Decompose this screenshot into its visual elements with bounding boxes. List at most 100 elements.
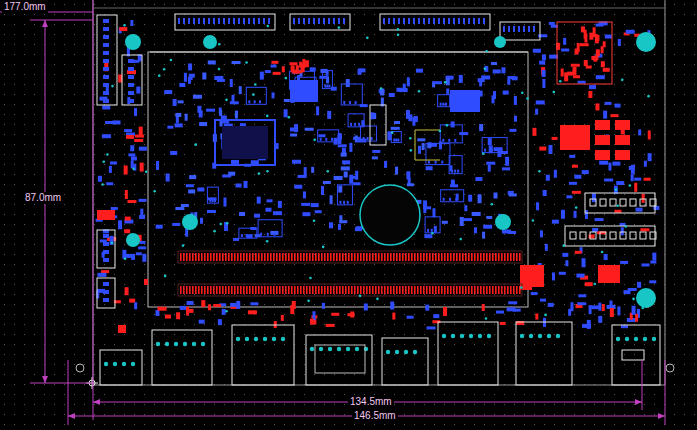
- via-hole: [122, 362, 126, 366]
- connector-pin: [438, 286, 440, 294]
- connector-pin: [510, 286, 512, 294]
- connector-pin: [590, 199, 596, 206]
- smd-pad: [235, 111, 238, 119]
- via: [559, 80, 562, 83]
- smd-pad: [134, 302, 137, 309]
- connector-outline: [516, 322, 572, 385]
- via-hole: [113, 362, 117, 366]
- via-hole: [364, 347, 368, 351]
- connector-pin: [183, 253, 185, 261]
- mounting-hole: [494, 36, 506, 48]
- mounting-hole: [636, 32, 656, 52]
- module-outline: [557, 22, 612, 84]
- ic-pad: [260, 233, 262, 236]
- smd-pad: [188, 189, 195, 193]
- smd-pad: [589, 305, 592, 314]
- via: [194, 143, 197, 146]
- smd-pad: [319, 76, 327, 79]
- smd-pad: [492, 95, 495, 103]
- smd-pad: [342, 160, 350, 164]
- connector-pin: [387, 253, 389, 261]
- via-hole: [319, 347, 323, 351]
- connector-pin: [516, 286, 518, 294]
- connector-pin: [234, 286, 236, 294]
- smd-pad: [407, 183, 414, 186]
- mounting-hole: [182, 214, 198, 230]
- via: [641, 307, 644, 310]
- connector-pin: [516, 253, 518, 261]
- smd-pad: [334, 176, 343, 180]
- connector-pin: [396, 253, 398, 261]
- smd-pad: [587, 320, 591, 329]
- connector-pin: [300, 286, 302, 294]
- connector-pin: [345, 253, 347, 261]
- connector-pin: [298, 18, 300, 24]
- via-hole: [131, 362, 135, 366]
- connector-pin: [128, 75, 134, 79]
- connector-pin: [441, 286, 443, 294]
- connector-pin: [238, 18, 240, 24]
- smd-pad: [494, 193, 498, 199]
- via-hole: [263, 337, 267, 341]
- via: [170, 59, 173, 62]
- ic-pad: [457, 170, 459, 173]
- connector-pin: [183, 18, 185, 24]
- dimension-label: 177.0mm: [2, 1, 48, 13]
- smd-pad: [202, 72, 206, 79]
- connector-pin: [339, 253, 341, 261]
- smd-pad: [130, 20, 133, 26]
- ic-pad: [347, 201, 349, 204]
- via-hole: [652, 337, 656, 341]
- via: [553, 91, 556, 94]
- connector-pin: [261, 286, 263, 294]
- ic-pad: [448, 139, 450, 142]
- connector-pin: [417, 286, 419, 294]
- connector-pin: [468, 253, 470, 261]
- smd-pad: [508, 301, 517, 304]
- ic-pad: [343, 201, 345, 204]
- ic-pad: [393, 139, 395, 142]
- smd-pad: [166, 173, 170, 181]
- smd-pad: [131, 254, 135, 260]
- connector-pin: [188, 18, 190, 24]
- connector-pin: [378, 286, 380, 294]
- connector-pin: [357, 286, 359, 294]
- dimension-extension: [30, 20, 93, 21]
- smd-pad: [178, 100, 184, 103]
- smd-pad: [296, 65, 299, 73]
- via: [266, 115, 269, 118]
- connector-pin: [330, 253, 332, 261]
- connector-pin: [501, 286, 503, 294]
- smd-pad: [616, 181, 624, 185]
- smd-pad: [97, 273, 106, 277]
- smd-pad: [463, 218, 472, 221]
- smd-pad: [479, 124, 483, 131]
- smd-pad: [582, 170, 589, 174]
- connector-pin: [282, 286, 284, 294]
- smd-pad: [330, 195, 333, 204]
- smd-pad: [576, 274, 584, 278]
- connector-pin: [315, 253, 317, 261]
- via-hole: [520, 334, 524, 338]
- via-hole: [254, 337, 258, 341]
- smd-pad: [595, 103, 599, 110]
- connector-pin: [297, 286, 299, 294]
- via-hole: [346, 347, 350, 351]
- connector-pin: [418, 18, 420, 24]
- connector-pin: [233, 18, 235, 24]
- smd-pad: [124, 229, 130, 233]
- smd-pad: [364, 303, 368, 310]
- connector-pin: [387, 286, 389, 294]
- via-hole: [310, 347, 314, 351]
- smd-pad: [206, 109, 215, 112]
- smd-pad: [181, 204, 189, 207]
- smd-pad: [172, 223, 180, 226]
- ic-pad: [451, 170, 453, 173]
- smd-pad: [180, 306, 187, 310]
- via-hole: [183, 342, 187, 346]
- connector-pin: [366, 286, 368, 294]
- ic-pad: [427, 229, 429, 232]
- smd-pad: [372, 156, 378, 159]
- smd-pad: [572, 191, 581, 194]
- via: [391, 131, 394, 134]
